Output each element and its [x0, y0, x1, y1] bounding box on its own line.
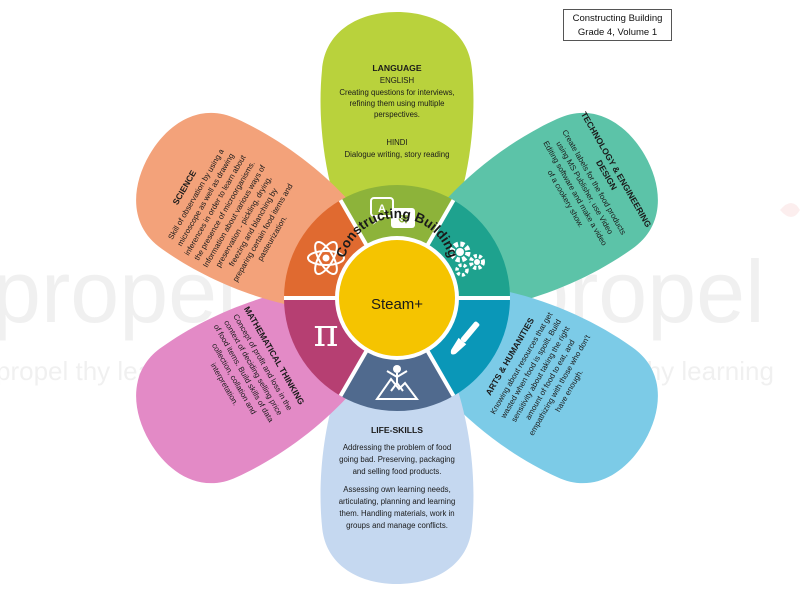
lifeskills-line-3: and selling food products. — [353, 467, 442, 476]
language-english-line-1: Creating questions for interviews, — [339, 88, 454, 97]
language-english-line-3: perspectives. — [374, 110, 420, 119]
lifeskills-text: LIFE-SKILLS Addressing the problem of fo… — [339, 425, 456, 530]
pi-icon: π — [314, 311, 339, 355]
letter-a-symbol: A — [378, 203, 386, 215]
lifeskills-line-5: articulating, planning and learning — [339, 497, 456, 506]
title-box: Constructing Building Grade 4, Volume 1 — [563, 9, 672, 41]
language-hindi-line-1: Dialogue writing, story reading — [345, 150, 450, 159]
title-box-line-2: Grade 4, Volume 1 — [577, 27, 658, 38]
lifeskills-line-4: Assessing own learning needs, — [343, 485, 451, 494]
language-english-line-2: refining them using multiple — [350, 99, 445, 108]
atom-icon — [307, 241, 345, 275]
pi-symbol: π — [314, 311, 339, 355]
petal-language — [320, 12, 474, 205]
language-sub-english: ENGLISH — [380, 76, 414, 85]
mountain-climber-icon — [375, 365, 419, 400]
hindi-letter-symbol: अ — [398, 212, 408, 226]
petal-lifeskills — [320, 391, 474, 584]
lifeskills-line-1: Addressing the problem of food — [343, 443, 451, 452]
lifeskills-heading: LIFE-SKILLS — [371, 425, 423, 435]
center-hub: Constructing Building Steam+ — [333, 206, 461, 360]
lifeskills-line-7: groups and manage conflicts. — [346, 521, 448, 530]
language-heading: LANGUAGE — [372, 63, 421, 73]
lifeskills-line-6: them. Handling materials, work in — [339, 509, 454, 518]
paintbrush-icon — [450, 321, 480, 355]
lifeskills-line-2: going bad. Preserving, packaging — [339, 455, 455, 464]
gears-icon — [449, 241, 485, 277]
speech-bubbles-icon: A अ — [370, 197, 415, 228]
center-subtitle: Steam+ — [371, 296, 423, 313]
language-sub-hindi: HINDI — [386, 138, 407, 147]
language-text: LANGUAGE ENGLISH Creating questions for … — [339, 63, 454, 159]
title-box-line-1: Constructing Building — [572, 13, 663, 24]
